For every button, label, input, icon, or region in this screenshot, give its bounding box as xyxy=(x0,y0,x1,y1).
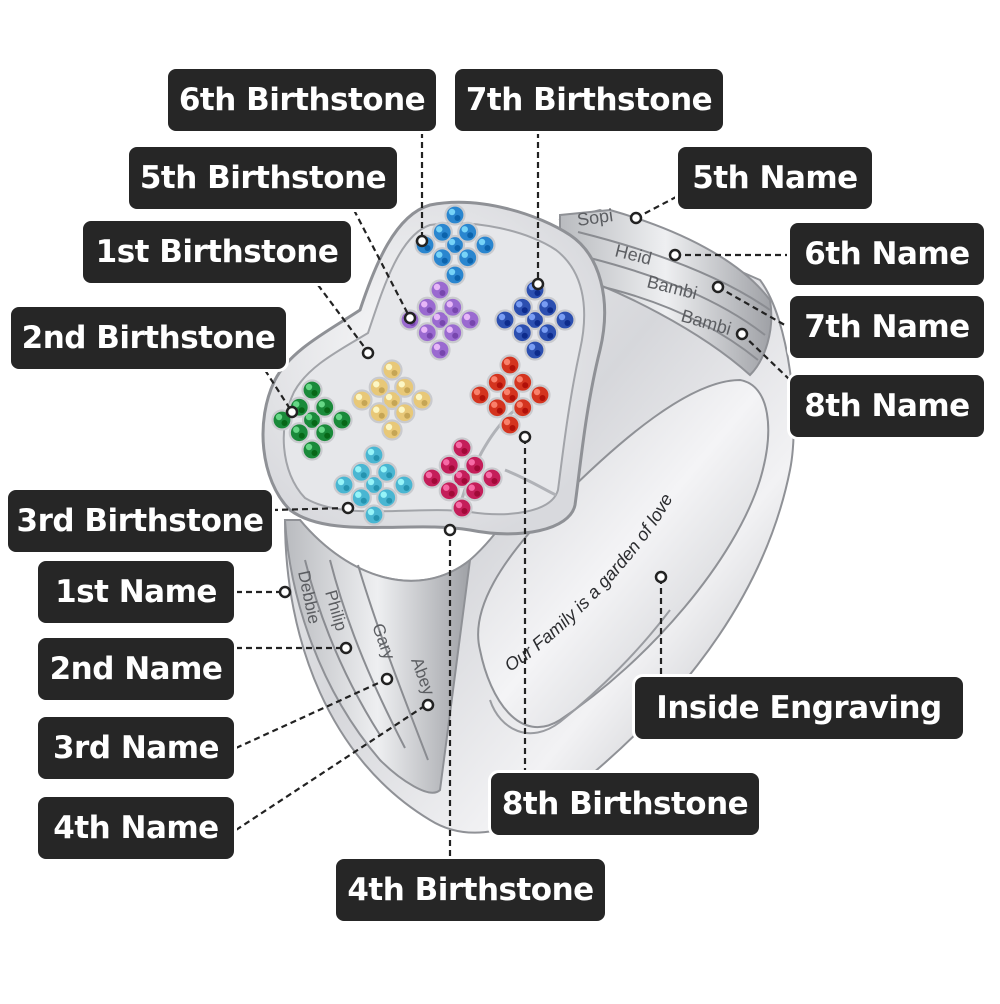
label-7th-birthstone: 7th Birthstone xyxy=(452,66,726,134)
gemstone xyxy=(350,487,372,509)
gemstone xyxy=(416,296,438,318)
leader-birthstone-2 xyxy=(264,369,293,413)
label-8th-name: 8th Name xyxy=(787,372,987,440)
flower-birthstone-1 xyxy=(351,359,433,441)
flower-birthstone-8 xyxy=(469,354,551,436)
gemstone xyxy=(481,467,503,489)
gemstone xyxy=(537,322,559,344)
gemstone xyxy=(376,461,398,483)
gemstone xyxy=(411,389,433,411)
gemstone xyxy=(429,339,451,361)
gemstone xyxy=(554,309,576,331)
gemstone xyxy=(438,480,460,502)
engraved-name-5: Sopi xyxy=(576,205,614,230)
gemstone xyxy=(537,296,559,318)
gemstone xyxy=(350,461,372,483)
flower-birthstone-4 xyxy=(421,437,503,519)
gemstone xyxy=(442,296,464,318)
gemstone xyxy=(499,414,521,436)
gemstone xyxy=(381,359,403,381)
label-8th-birthstone: 8th Birthstone xyxy=(488,770,762,838)
gemstone xyxy=(511,322,533,344)
label-5th-birthstone: 5th Birthstone xyxy=(126,144,400,212)
gemstone xyxy=(431,247,453,269)
gemstone xyxy=(331,409,353,431)
gemstone xyxy=(333,474,355,496)
leader-name-8 xyxy=(741,333,791,381)
birthstone-flowers xyxy=(271,204,576,526)
gemstone xyxy=(444,264,466,286)
gemstone xyxy=(314,422,336,444)
label-2nd-birthstone: 2nd Birthstone xyxy=(8,304,289,372)
gemstone xyxy=(451,497,473,519)
gemstone xyxy=(381,419,403,441)
gemstone xyxy=(429,279,451,301)
leader-birthstone-5 xyxy=(353,209,411,319)
gemstone xyxy=(457,221,479,243)
gemstone xyxy=(524,339,546,361)
label-7th-name: 7th Name xyxy=(787,293,987,361)
flower-birthstone-2 xyxy=(271,379,353,461)
label-2nd-name: 2nd Name xyxy=(35,635,237,703)
leader-birthstone-3 xyxy=(271,506,349,512)
label-4th-name: 4th Name xyxy=(35,794,237,862)
gemstone xyxy=(494,309,516,331)
gemstone xyxy=(499,354,521,376)
gemstone xyxy=(363,504,385,526)
label-6th-birthstone: 6th Birthstone xyxy=(165,66,439,134)
gemstone xyxy=(314,396,336,418)
gemstone xyxy=(301,439,323,461)
label-6th-name: 6th Name xyxy=(787,220,987,288)
gemstone xyxy=(438,454,460,476)
gemstone xyxy=(444,204,466,226)
gemstone xyxy=(512,371,534,393)
gemstone xyxy=(416,322,438,344)
gemstone xyxy=(368,376,390,398)
gemstone xyxy=(421,467,443,489)
label-1st-birthstone: 1st Birthstone xyxy=(80,218,354,286)
gemstone xyxy=(457,247,479,269)
gemstone xyxy=(464,454,486,476)
leader-name-3 xyxy=(235,678,386,750)
gemstone xyxy=(511,296,533,318)
label-3rd-name: 3rd Name xyxy=(35,714,237,782)
flower-birthstone-3 xyxy=(333,444,415,526)
gemstone xyxy=(288,422,310,444)
label-4th-birthstone: 4th Birthstone xyxy=(333,856,608,924)
gemstone xyxy=(474,234,496,256)
flower-birthstone-6 xyxy=(414,204,496,286)
gemstone xyxy=(486,371,508,393)
leader-name-7 xyxy=(717,286,791,329)
label-3rd-birthstone: 3rd Birthstone xyxy=(5,487,275,555)
gemstone xyxy=(394,402,416,424)
label-inside-engraving: Inside Engraving xyxy=(632,674,966,742)
gemstone xyxy=(394,376,416,398)
gemstone xyxy=(363,444,385,466)
gemstone xyxy=(376,487,398,509)
leader-name-5 xyxy=(635,195,679,219)
gemstone xyxy=(442,322,464,344)
leader-name-4 xyxy=(235,704,427,831)
gemstone xyxy=(451,437,473,459)
label-1st-name: 1st Name xyxy=(35,558,237,626)
gemstone xyxy=(393,474,415,496)
gemstone xyxy=(301,379,323,401)
gemstone xyxy=(431,221,453,243)
gemstone xyxy=(486,397,508,419)
gemstone xyxy=(459,309,481,331)
flower-birthstone-5 xyxy=(399,279,481,361)
gemstone xyxy=(469,384,491,406)
gemstone xyxy=(529,384,551,406)
label-5th-name: 5th Name xyxy=(675,144,875,212)
gemstone xyxy=(464,480,486,502)
leader-birthstone-1 xyxy=(317,284,369,353)
gemstone xyxy=(368,402,390,424)
gemstone xyxy=(351,389,373,411)
gemstone xyxy=(512,397,534,419)
